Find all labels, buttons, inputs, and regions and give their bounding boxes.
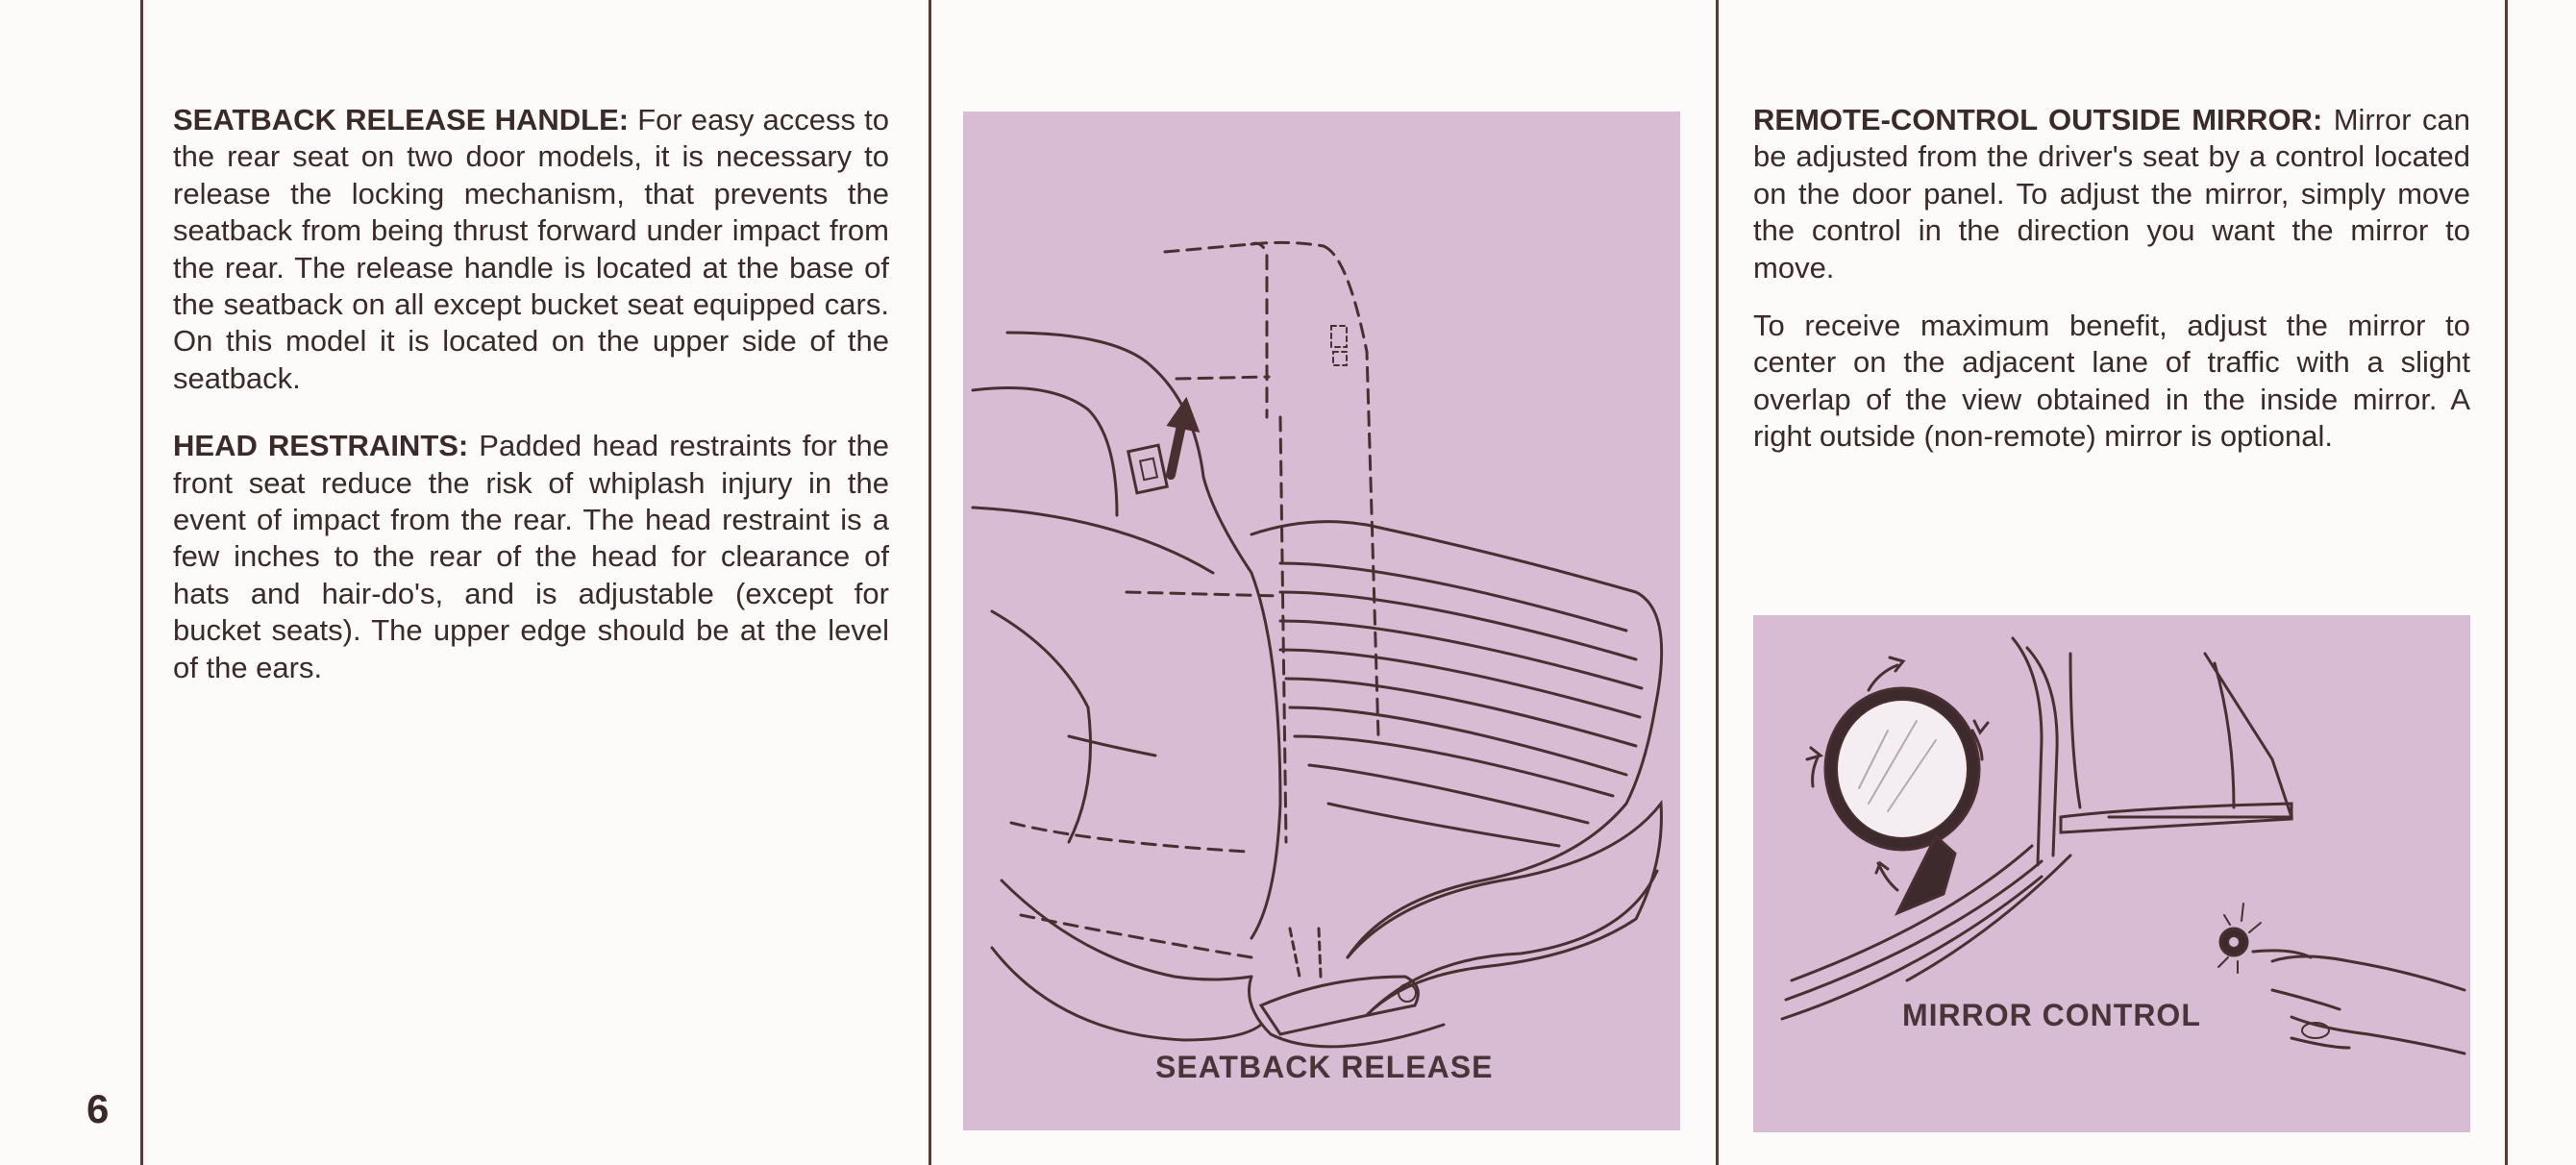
page-number: 6: [87, 1086, 110, 1131]
seatback-release-heading: SEATBACK RELEASE HANDLE:: [173, 103, 630, 136]
center-left-rule: [929, 0, 931, 1165]
head-restraints-heading: HEAD RESTRAINTS:: [173, 429, 469, 463]
mirror-heading: REMOTE-CONTROL OUTSIDE MIRROR:: [1753, 103, 2323, 136]
center-right-rule: [1716, 0, 1719, 1165]
left-rule: [140, 0, 143, 1165]
head-restraints-body: Padded head restraints for the front sea…: [173, 429, 889, 684]
head-restraints-paragraph: HEAD RESTRAINTS: Padded head restraints …: [173, 428, 889, 686]
right-column-text: REMOTE-CONTROL OUTSIDE MIRROR: Mirror ca…: [1753, 102, 2470, 486]
left-column-text: SEATBACK RELEASE HANDLE: For easy access…: [173, 102, 889, 717]
benefit-paragraph: To receive maximum benefit, adjust the m…: [1753, 308, 2470, 456]
mirror-control-illustration: MIRROR CONTROL: [1753, 615, 2470, 1132]
mirror-body: Mirror can be adjusted from the driver's…: [1753, 103, 2470, 285]
seatback-release-caption: SEATBACK RELEASE: [1155, 1050, 1494, 1084]
right-rule: [2505, 0, 2508, 1165]
seatback-release-body: For easy access to the rear seat on two …: [173, 103, 889, 395]
mirror-drawing: [1780, 636, 2466, 1055]
seatback-release-illustration: SEATBACK RELEASE: [963, 112, 1680, 1130]
seatback-release-paragraph: SEATBACK RELEASE HANDLE: For easy access…: [173, 102, 889, 397]
seat-drawing: [971, 240, 1664, 1049]
benefit-body: To receive maximum benefit, adjust the m…: [1753, 309, 2470, 454]
mirror-control-caption: MIRROR CONTROL: [1902, 998, 2201, 1032]
mirror-paragraph: REMOTE-CONTROL OUTSIDE MIRROR: Mirror ca…: [1753, 102, 2470, 286]
